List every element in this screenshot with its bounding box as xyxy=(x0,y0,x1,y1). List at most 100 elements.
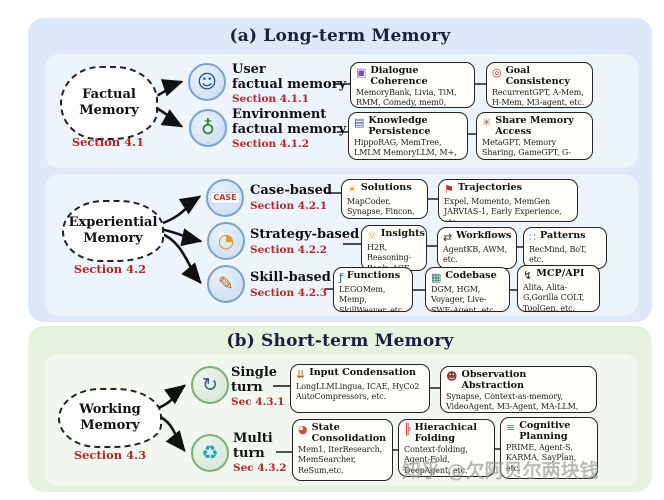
press-icon: ⇊ xyxy=(296,368,306,381)
box-items: MemoryBank, Livia, TiM, RMM, Comedy, mem… xyxy=(356,88,457,108)
box-codebase: ▦ Codebase DGM, HGM, Voyager, Live-SWE-A… xyxy=(425,267,510,312)
single-turn-icon: ↻ xyxy=(191,366,229,404)
box-title: Observation Abstraction xyxy=(461,369,527,391)
box-items: LEGOMem, Memp, SkillWeaver, etc. xyxy=(339,285,405,312)
globe-icon: ♁ xyxy=(189,109,227,147)
cloud-line-1: Working xyxy=(79,402,141,418)
plan-icon: ≡ xyxy=(506,421,516,434)
cloud-line-2: Memory xyxy=(80,418,140,433)
target-icon: ◎ xyxy=(492,66,502,79)
box-items: Synapse, Context-as-memory, VideoAgent, … xyxy=(446,392,579,412)
branch-text: Strategy-based xyxy=(250,227,360,242)
box-title: Insights xyxy=(380,228,425,239)
box-items: PRIME, Agent-S, KARMA, SayPlan, etc. xyxy=(506,443,577,473)
box-patterns: ∷ Patterns RecMind, BoT, etc. xyxy=(523,227,607,269)
box-insights: ☼ Insights H2R, Reasoning-Bank, ACE etc. xyxy=(361,225,427,271)
box-items: Expel, Momento, MemGen JARVIAS-1, Early … xyxy=(444,197,562,221)
branch-section: Sec 4.3.1 xyxy=(231,396,285,409)
case-icon: CASE xyxy=(206,179,244,217)
box-title: Codebase xyxy=(445,270,497,281)
box-title: Knowledge Persistence xyxy=(368,115,431,137)
watermark: 知乎 @欠阿贝尔两块钱 xyxy=(402,460,599,482)
box-items: LongLLMLingua, ICAE, HyCo2 AutoCompresso… xyxy=(296,382,420,402)
long-term-title: (a) Long-term Memory xyxy=(229,26,451,46)
multi-turn-icon: ♻ xyxy=(191,434,229,472)
tree-icon: ╠ xyxy=(404,423,411,436)
box-hierachical-folding: ╠ Hierachical Folding Context-folding, A… xyxy=(398,419,495,477)
box-dialogue-coherence: ▣ Dialogue Coherence MemoryBank, Livia, … xyxy=(350,62,475,108)
users-icon: ☺ xyxy=(188,63,226,101)
cloud-line-1: Factual xyxy=(82,87,136,103)
box-title: State Consolidation xyxy=(311,422,387,444)
branch-section: Section 4.2.1 xyxy=(250,199,328,212)
branch-section: Section 4.2.2 xyxy=(250,243,328,256)
branch-text: User xyxy=(232,62,266,77)
branch-label-user: User factual memory Section 4.1.1 xyxy=(232,62,347,106)
box-items: RecurrentGPT, A-Mem, H-Mem, M3-agent, et… xyxy=(492,88,585,108)
code-icon: ▦ xyxy=(431,271,442,284)
box-connector-lines xyxy=(273,83,523,453)
branch-section: Section 4.1.2 xyxy=(232,138,310,151)
short-term-title: (b) Short-term Memory xyxy=(226,331,454,351)
box-items: Alita, Alita-G,Gorilla COLT, ToolGen, et… xyxy=(523,283,585,312)
box-title: Input Condensation xyxy=(309,367,417,378)
branch-label-single-turn: Single turn Sec 4.3.1 xyxy=(231,365,285,409)
box-items: AgentKB, AWM, etc. xyxy=(443,245,508,265)
experiential-memory-cloud: Experiential Memory xyxy=(62,200,164,262)
box-knowledge-persistence: ▤ Knowledge Persistence HippoRAG, MemTre… xyxy=(348,112,468,160)
box-input-condensation: ⇊ Input Condensation LongLLMLingua, ICAE… xyxy=(290,364,430,413)
plug-icon: ↯ xyxy=(523,269,533,282)
branch-text: Environment xyxy=(232,107,327,122)
section-4-3-label: Section 4.3 xyxy=(73,448,147,462)
box-functions: ƒ Functions LEGOMem, Memp, SkillWeaver, … xyxy=(333,267,413,312)
box-title: MCP/API xyxy=(536,268,585,279)
cloud-line-2: Memory xyxy=(83,231,143,246)
box-title: Hierachical Folding xyxy=(414,422,477,444)
branch-text: Multi xyxy=(233,431,273,446)
box-workflows: ⇄ Workflows AgentKB, AWM, etc. xyxy=(437,227,517,269)
box-observation-abstraction: ☻ Observation Abstraction Synapse, Conte… xyxy=(440,366,597,413)
branch-section: Sec 4.3.2 xyxy=(233,462,287,475)
strategy-glyph: ◔ xyxy=(217,229,235,252)
box-title: Goal Consistency xyxy=(505,65,570,87)
working-memory-cloud: Working Memory xyxy=(58,388,162,448)
sun-bulb-icon: ☼ xyxy=(367,229,377,242)
box-title: Dialogue Coherence xyxy=(370,65,428,87)
branch-label-skill-based: Skill-based Section 4.2.3 xyxy=(250,270,331,299)
strategy-icon: ◔ xyxy=(207,222,245,260)
section-4-2-label: Section 4.2 xyxy=(73,262,147,276)
box-title: Functions xyxy=(346,270,401,281)
box-items: Context-folding, Agent-Fold, DeepAgent, … xyxy=(404,445,468,475)
box-items: HippoRAG, MemTree, LMLM MemoryLLM, M+, W… xyxy=(354,138,457,159)
branch-label-strategy-based: Strategy-based Section 4.2.2 xyxy=(250,227,360,256)
box-items: Mem1, IterResearch, MemSearcher, ReSum,e… xyxy=(298,445,383,475)
box-title: Share Memory Access xyxy=(495,115,574,137)
gauge-icon: ◕ xyxy=(298,423,308,436)
single-turn-glyph: ↻ xyxy=(202,373,218,396)
globe-glyph: ♁ xyxy=(201,116,215,139)
cloud-line-2: Memory xyxy=(79,103,139,118)
box-goal-consistency: ◎ Goal Consistency RecurrentGPT, A-Mem, … xyxy=(486,62,593,108)
box-items: RecMind, BoT, etc. xyxy=(529,245,587,265)
box-share-memory-access: ✳ Share Memory Access MetaGPT, Memory Sh… xyxy=(476,112,593,160)
box-items: MapCoder, Synapse, Fincon, etc. xyxy=(347,197,415,218)
box-title: Cognitive Planning xyxy=(519,420,571,442)
branch-text: turn xyxy=(231,379,263,395)
skill-glyph: ✎ xyxy=(218,272,234,295)
box-trajectories: ⚑ Trajectories Expel, Momento, MemGen JA… xyxy=(438,179,578,222)
observer-icon: ☻ xyxy=(446,370,458,383)
skill-icon: ✎ xyxy=(207,265,245,303)
case-glyph: CASE xyxy=(210,192,240,204)
bulb-icon: ☀ xyxy=(347,183,357,196)
branch-text: factual memory xyxy=(232,76,347,92)
box-state-consolidation: ◕ State Consolidation Mem1, IterResearch… xyxy=(292,419,393,481)
branch-section: Section 4.1.1 xyxy=(232,93,310,106)
section-4-1-label: Section 4.1 xyxy=(71,135,145,149)
book-icon: ▤ xyxy=(354,116,365,129)
branch-label-environment: Environment factual memory Section 4.1.2 xyxy=(232,107,346,151)
branch-section: Section 4.2.3 xyxy=(250,286,328,299)
box-title: Patterns xyxy=(540,230,586,241)
factual-memory-cloud: Factual Memory xyxy=(60,66,158,140)
dialogue-icon: ▣ xyxy=(356,66,367,79)
